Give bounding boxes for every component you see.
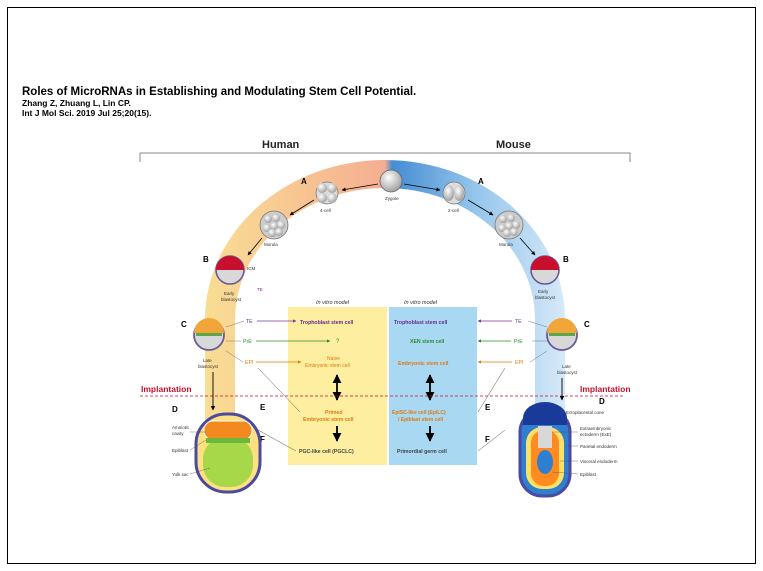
- mouse-esc: Embryonic stem cell: [398, 361, 449, 367]
- human-te-label: TE: [246, 319, 253, 325]
- mouse-pre-label: PrE: [514, 339, 523, 345]
- four-cell-embryo: 4-cell: [315, 181, 339, 213]
- early-blastocyst-mouse: Early blastocyst: [530, 255, 560, 300]
- mouse-xen-stem-cell: XEN stem cell: [410, 339, 445, 345]
- svg-text:Late: Late: [562, 364, 571, 369]
- svg-text:4-cell: 4-cell: [320, 208, 331, 213]
- arrow-4cell-morula: [289, 199, 315, 216]
- svg-text:blastocyst: blastocyst: [557, 370, 578, 375]
- svg-text:Morula: Morula: [264, 242, 278, 247]
- article-authors: Zhang Z, Zhuang L, Lin CP.: [22, 98, 131, 108]
- label-c-left: C: [181, 320, 187, 329]
- mouse-implanted-embryo: Ectoplacental cone Extraembryonic ectode…: [518, 402, 618, 498]
- morula-mouse: Morula: [494, 210, 524, 247]
- svg-text:cavity: cavity: [172, 431, 184, 436]
- label-a-left: A: [301, 177, 307, 186]
- label-f-right: F: [485, 435, 490, 444]
- arrow-zygote-2cell: [403, 183, 441, 192]
- svg-text:Visceral endoderm: Visceral endoderm: [580, 459, 618, 464]
- label-f-left: F: [260, 435, 265, 444]
- svg-text:Morula: Morula: [499, 242, 513, 247]
- article-title: Roles of MicroRNAs in Establishing and M…: [22, 86, 417, 98]
- figure-frame: [7, 7, 756, 564]
- label-b-right: B: [563, 255, 569, 264]
- human-naive-label: Naïve: [327, 356, 340, 362]
- svg-text:2-cell: 2-cell: [448, 208, 459, 213]
- svg-text:Parietal endoderm: Parietal endoderm: [580, 444, 617, 449]
- svg-text:ICM: ICM: [247, 266, 256, 271]
- mouse-invitro-header: In vitro model: [404, 300, 438, 306]
- mouse-pgc: Primordial germ cell: [397, 449, 447, 455]
- svg-text:blastocyst: blastocyst: [221, 297, 242, 302]
- arrow-morula-blastocyst-mouse: [519, 237, 536, 256]
- label-b-left: B: [203, 255, 209, 264]
- human-primed-label: Primed: [325, 410, 343, 416]
- implantation-label-right: Implantation: [580, 384, 631, 394]
- svg-text:Amniotic: Amniotic: [172, 425, 190, 430]
- svg-text:TE: TE: [257, 287, 263, 292]
- svg-text:blastocyst: blastocyst: [198, 364, 219, 369]
- human-pgclc: PGC-like cell (PGCLC): [299, 449, 354, 455]
- mouse-epilc: EpiSC-like cell (EpiLC): [392, 410, 446, 416]
- mouse-te-label: TE: [515, 319, 522, 325]
- human-trophoblast-stem-cell: Trophoblast stem cell: [300, 320, 354, 326]
- label-d-right: D: [599, 397, 605, 406]
- arrow-2cell-morula: [467, 199, 494, 216]
- svg-text:ectoderm (ExE): ectoderm (ExE): [580, 432, 612, 437]
- citation-block: Roles of MicroRNAs in Establishing and M…: [22, 85, 416, 118]
- svg-text:blastocyst: blastocyst: [535, 295, 556, 300]
- label-c-right: C: [584, 320, 590, 329]
- human-epi-label: EPI: [245, 360, 253, 366]
- svg-text:Yolk sac: Yolk sac: [172, 472, 189, 477]
- svg-text:Zygote: Zygote: [385, 196, 399, 201]
- human-invitro-header: In vitro model: [316, 300, 350, 306]
- human-pre-unknown: ?: [336, 339, 340, 345]
- late-blastocyst-human: Late blastocyst: [193, 318, 225, 369]
- mouse-invitro-panel: [389, 307, 477, 465]
- human-primed-esc: Embryonic stem cell: [303, 417, 354, 423]
- svg-text:Epiblast: Epiblast: [580, 472, 597, 477]
- svg-text:Early: Early: [538, 289, 549, 294]
- label-e-left: E: [260, 403, 266, 412]
- mouse-epiblast-stem-cell: / Epiblast stem cell: [398, 417, 444, 423]
- arrow-zygote-4cell: [341, 183, 379, 192]
- mouse-epi-label: EPI: [515, 360, 523, 366]
- svg-text:Epiblast: Epiblast: [172, 448, 189, 453]
- species-bracket: [139, 152, 631, 162]
- label-e-right: E: [485, 403, 491, 412]
- svg-text:Ectoplacental cone: Ectoplacental cone: [566, 410, 605, 415]
- article-journal: Int J Mol Sci. 2019 Jul 25;20(15).: [22, 107, 152, 118]
- mouse-trophoblast-stem-cell: Trophoblast stem cell: [394, 320, 448, 326]
- arrow-morula-blastocyst-human: [247, 237, 263, 256]
- human-implanted-embryo: Amniotic cavity Epiblast Yolk sac: [172, 412, 262, 494]
- svg-text:Early: Early: [224, 291, 235, 296]
- implantation-label-left: Implantation: [141, 384, 192, 394]
- svg-text:Extraembryonic: Extraembryonic: [580, 426, 612, 431]
- two-cell-embryo: 2-cell: [442, 181, 466, 213]
- mouse-label: Mouse: [496, 139, 531, 151]
- early-blastocyst-human: ICM TE Early blastocyst: [215, 255, 263, 302]
- human-naive-esc: Embryonic stem cell: [305, 363, 350, 369]
- label-d-left: D: [172, 405, 178, 414]
- human-pre-label: PrE: [243, 339, 252, 345]
- human-label: Human: [262, 139, 300, 151]
- late-blastocyst-mouse: Late blastocyst: [546, 318, 578, 375]
- svg-text:Late: Late: [203, 358, 212, 363]
- zygote-cell: Zygote: [379, 169, 403, 201]
- morula-human: Morula: [259, 210, 289, 247]
- label-a-right: A: [478, 177, 484, 186]
